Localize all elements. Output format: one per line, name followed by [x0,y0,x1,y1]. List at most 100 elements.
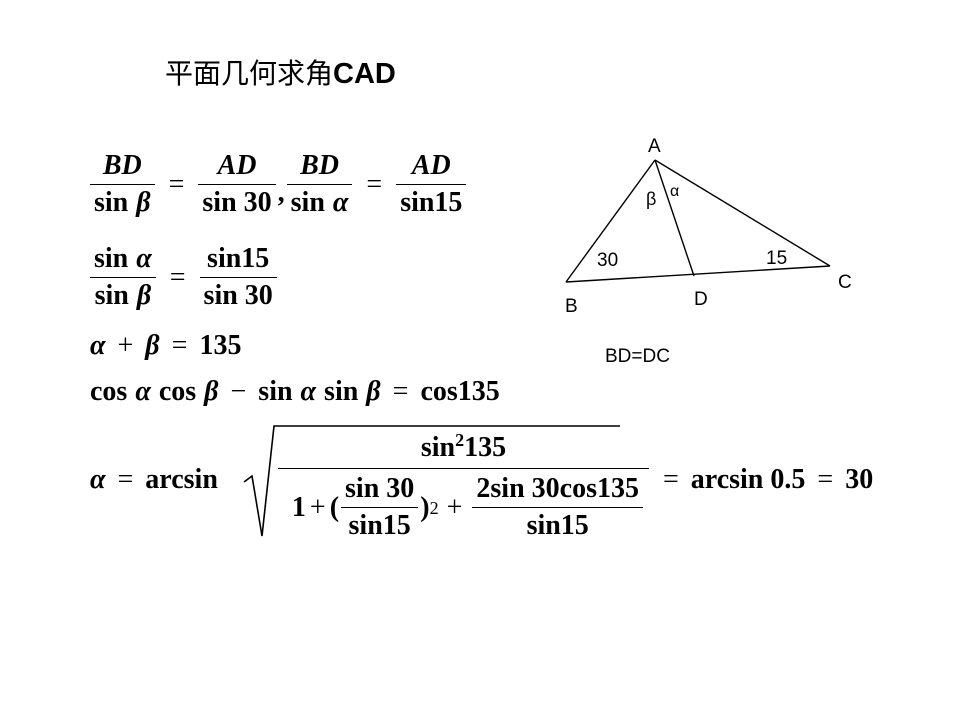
plus-sign: + [117,330,134,361]
equals-sign: = [168,168,185,200]
alpha-symbol: α [332,187,349,219]
equals-sign: = [817,464,834,496]
beta-symbol: β [136,280,152,312]
fraction-bar [341,507,419,509]
radical-sign [243,425,620,537]
sin-fn: sin [290,187,325,219]
fraction-bar [199,277,277,279]
alpha-symbol: α [90,464,106,496]
square-exponent: 2 [429,497,439,518]
comma: , [277,176,285,208]
alpha-angle-label: α [670,183,679,200]
alpha-symbol: α [136,243,152,274]
equals-sign: = [169,261,186,293]
caption-bd-equals-dc: BD=DC [605,346,670,367]
fraction-sin15-over-sin30: sin15 sin 30 [199,243,277,312]
equation-4: cos α cos β − sin α sin β = cos135 [90,376,500,408]
plus-sign: + [446,491,463,523]
equals-sign: = [662,464,679,496]
left-paren: ( [329,491,340,523]
side-ac [654,159,831,267]
beta-symbol: β [204,376,219,407]
square-root: sin2135 1 + ( sin 30 sin15 )2 + 2sin 30c… [242,418,651,543]
numerator: sin2135 [417,430,510,468]
angle-b-label: 30 [597,250,618,271]
alpha-symbol: α [135,376,151,407]
numerator: BD [300,150,339,181]
sin-fn: sin [324,376,359,407]
label-a: A [648,136,661,157]
cos135: cos135 [420,376,500,407]
numerator: BD [102,150,142,181]
label-c: C [838,272,852,293]
equals-sign: = [171,330,188,361]
alpha-symbol: α [300,376,317,407]
denominator: 1 + ( sin 30 sin15 )2 + 2sin 30cos135 si… [278,469,649,542]
cos-fn: cos [90,376,128,407]
beta-symbol: β [136,187,151,219]
side-ab [565,159,656,283]
minus-sign: − [230,376,247,407]
numerator: AD [217,150,257,181]
denominator: sin15 [526,510,589,542]
page-title: 平面几何求角CAD [165,60,396,89]
fraction-bar [277,468,649,470]
beta-symbol: β [145,330,160,361]
label-d: D [694,289,708,310]
fraction-bar [90,184,155,186]
label-b: B [565,296,578,317]
fraction-bar [396,184,467,186]
numerator: 2sin 30cos135 [476,473,639,505]
arcsin-fn: arcsin [145,464,218,496]
equals-sign: = [117,464,134,496]
beta-angle-label: β [646,189,656,209]
title-cjk: 平面几何求角 [165,57,334,90]
denominator: sin 30 [202,187,272,219]
plus-sign: + [309,491,326,523]
side-bc [565,265,831,283]
title-latin: CAD [333,58,396,90]
arcsin-result: arcsin 0.5 [690,464,806,496]
fraction-bar [90,277,156,279]
value-135: 135 [199,330,242,361]
angle-c-label: 15 [766,248,787,269]
sin-fn: sin [94,280,129,312]
fraction-ad-over-sin15: AD sin15 [396,150,467,219]
equals-sign: = [392,376,409,407]
equals-sign: = [366,168,383,200]
sin-fn: sin [94,243,129,274]
equation-3: α + β = 135 [90,330,241,362]
fraction-bar [286,184,353,186]
fraction-bar [472,507,643,509]
equation-5: α = arcsin sin2135 1 + ( sin 30 sin15 )2… [90,418,873,543]
denominator: sin15 [400,187,463,219]
fraction-ad-over-sin30: AD sin 30 [198,150,276,219]
fraction-bar [198,184,276,186]
numerator: sin 30 [345,473,415,505]
numerator: AD [411,150,451,181]
one: 1 [291,491,306,523]
right-paren: ) [420,491,430,523]
sin-fn: sin [420,432,456,463]
sin-fn: sin [258,376,293,407]
sin-fn: sin [94,187,129,219]
exponent: 2 [455,430,465,450]
denominator: sin15 [348,510,411,542]
value-30: 30 [845,464,874,496]
alpha-symbol: α [90,330,106,361]
inner-fraction: sin 30 sin15 [341,473,419,542]
numerator: sin15 [207,243,270,274]
beta-symbol: β [366,376,381,407]
main-fraction: sin2135 1 + ( sin 30 sin15 )2 + 2sin 30c… [277,430,649,543]
denominator: sin 30 [203,280,273,312]
